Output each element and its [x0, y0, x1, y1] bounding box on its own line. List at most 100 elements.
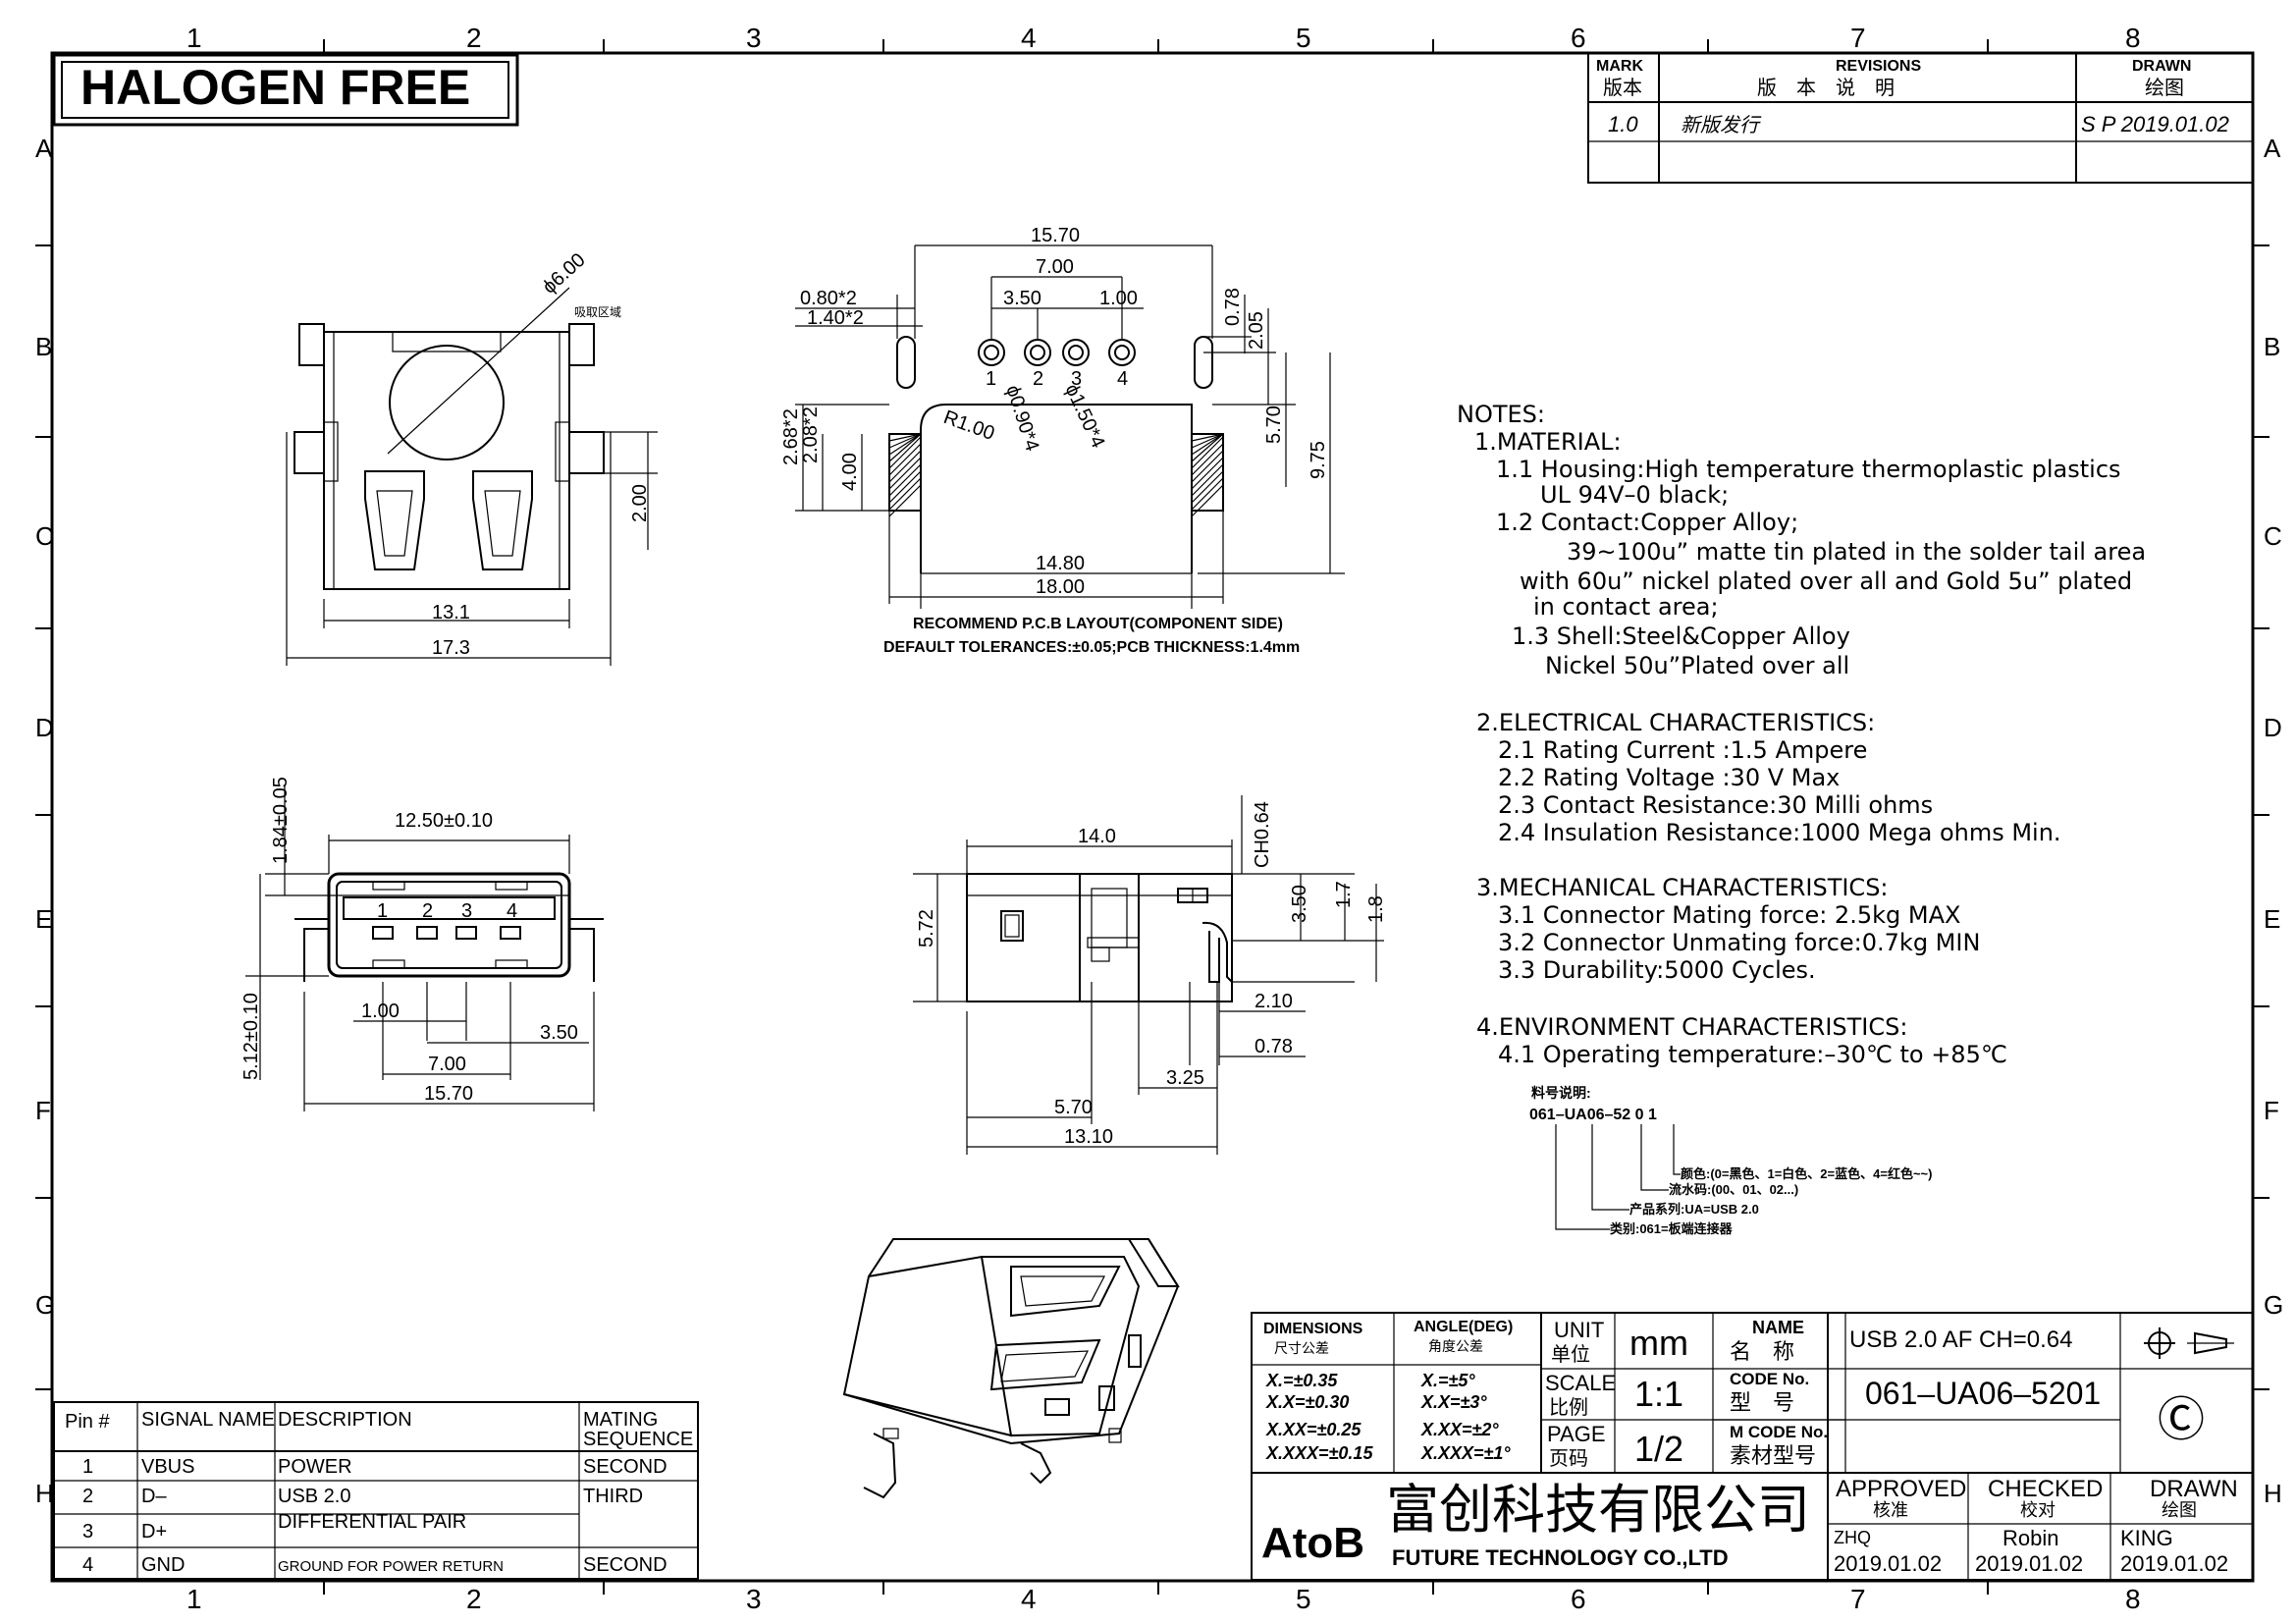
col-label-top: 1	[187, 23, 202, 53]
pcb-dim-975: 9.75	[1308, 441, 1329, 479]
front-dim-350: 3.50	[540, 1022, 578, 1044]
row-label-left: H	[35, 1479, 54, 1508]
note-line: NOTES:	[1457, 401, 1545, 428]
note-line: 1.2 Contact:Copper Alloy;	[1496, 509, 1798, 536]
tb-approved-cn: 核准	[1873, 1500, 1908, 1520]
pcb-dim-078: 0.78	[1222, 288, 1244, 326]
note-line: 3.MECHANICAL CHARACTERISTICS:	[1476, 874, 1889, 901]
hatch-line	[1191, 433, 1224, 456]
tb-ang-cn: 角度公差	[1428, 1338, 1483, 1354]
part-code-value: 061–UA06–52 0 1	[1529, 1107, 1657, 1123]
pin-th-desc: DESCRIPTION	[278, 1409, 412, 1431]
tb-tol-ang-2: X.XX=±2°	[1420, 1420, 1499, 1439]
pcb-pin-2: 2	[1033, 368, 1043, 390]
rev-mark-en: MARK	[1596, 58, 1643, 75]
halogen-free-stamp: HALOGEN FREE	[52, 53, 519, 127]
note-line: 2.1 Rating Current :1.5 Ampere	[1498, 736, 1867, 764]
tb-drawn-cn: 绘图	[2162, 1500, 2197, 1520]
tb-dim-cn: 尺寸公差	[1274, 1340, 1329, 1356]
tb-drawn-by: KING	[2120, 1526, 2173, 1550]
hatch-line	[1191, 433, 1224, 462]
hatch-line	[888, 433, 922, 456]
rev-row-drawn: S P 2019.01.02	[2081, 112, 2229, 136]
tb-approved-en: APPROVED	[1836, 1476, 1966, 1502]
tb-tol-ang-3: X.XXX=±1°	[1420, 1443, 1511, 1463]
col-label-top: 2	[466, 23, 482, 53]
note-line: 2.2 Rating Voltage :30 V Max	[1498, 764, 1840, 791]
pin-th-signal: SIGNAL NAME	[141, 1409, 275, 1431]
pcb-dim-1480: 14.80	[1036, 553, 1085, 574]
pcb-hole-150: ϕ1.50*4	[1060, 381, 1108, 452]
pcb-dim-1570: 15.70	[1031, 225, 1080, 246]
tb-mcode-en: M CODE No.	[1730, 1423, 1828, 1441]
tb-tol-lin-3: X.XXX=±0.15	[1265, 1443, 1373, 1463]
col-label-top: 3	[746, 23, 762, 53]
tb-page: 1/2	[1634, 1429, 1683, 1469]
side-view: 14.0 CH0.64 3.50 1.7 1.8 5.72 2.10 0.78 …	[913, 795, 1387, 1155]
pcb-dim-140: 1.40*2	[807, 307, 864, 329]
side-dim-570: 5.70	[1054, 1097, 1093, 1118]
row-label-left: D	[35, 713, 54, 742]
hatch-line	[1191, 463, 1224, 497]
row-label-left: F	[35, 1096, 51, 1125]
side-dim-17: 1.7	[1333, 881, 1355, 908]
note-line: 2.3 Contact Resistance:30 Milli ohms	[1498, 791, 1933, 819]
tb-checked-en: CHECKED	[1988, 1476, 2103, 1502]
pcb-dim-400: 4.00	[839, 453, 861, 491]
hatch-line	[888, 484, 922, 517]
pcb-dim-700: 7.00	[1036, 256, 1074, 278]
hatch-line	[888, 433, 922, 462]
row-label-right: E	[2264, 904, 2280, 934]
tb-name-cn: 名 称	[1730, 1339, 1794, 1364]
row-label-left: A	[35, 134, 53, 163]
col-label-top: 5	[1296, 23, 1311, 53]
top-dim-200: 2.00	[629, 484, 651, 522]
col-label-bottom: 8	[2125, 1584, 2141, 1614]
row-label-right: B	[2264, 332, 2280, 361]
note-line: 1.1 Housing:High temperature thermoplast…	[1496, 456, 2121, 483]
hatch-line	[888, 433, 922, 442]
pcb-dim-205: 2.05	[1246, 311, 1267, 350]
tb-unit: mm	[1629, 1323, 1688, 1363]
side-dim-ch: CH0.64	[1252, 801, 1273, 868]
col-label-bottom: 7	[1850, 1584, 1866, 1614]
part-code-legend-3: 产品系列:UA=USB 2.0	[1629, 1202, 1759, 1217]
front-dim-1250: 12.50±0.10	[395, 810, 493, 832]
rev-row-mark: 1.0	[1608, 112, 1638, 136]
front-pin-3: 3	[461, 900, 472, 922]
side-dim-210: 2.10	[1255, 991, 1293, 1012]
pcb-hole-090: ϕ0.90*4	[1001, 383, 1042, 454]
note-line: in contact area;	[1533, 593, 1719, 621]
col-label-bottom: 4	[1021, 1584, 1037, 1614]
rev-mark-cn: 版本	[1603, 77, 1642, 99]
hatch-line	[888, 463, 922, 497]
pcb-pin-3: 3	[1071, 368, 1082, 390]
row-label-right: F	[2264, 1096, 2279, 1125]
tb-drawn-en: DRAWN	[2150, 1476, 2238, 1502]
tb-checked-by: Robin	[2002, 1526, 2058, 1550]
isometric-view	[842, 1238, 1180, 1499]
note-line: UL 94V–0 black;	[1540, 481, 1729, 509]
front-dim-100: 1.00	[361, 1001, 400, 1022]
hatch-line	[1191, 457, 1224, 490]
pin-cell-desc: POWER	[278, 1456, 352, 1478]
hatch-line	[888, 433, 922, 449]
pcb-dim-080: 0.80*2	[800, 288, 857, 309]
rev-row-desc: 新版发行	[1681, 115, 1762, 136]
pcb-caption-1: RECOMMEND P.C.B LAYOUT(COMPONENT SIDE)	[913, 616, 1283, 632]
hatch-line	[888, 450, 922, 483]
row-label-right: G	[2264, 1290, 2283, 1320]
col-label-top: 8	[2125, 23, 2141, 53]
tb-approved-by: ZHQ	[1834, 1528, 1871, 1547]
rev-title-en: REVISIONS	[1836, 58, 1921, 75]
col-label-bottom: 5	[1296, 1584, 1311, 1614]
row-label-right: C	[2264, 521, 2282, 551]
notes-section: NOTES:1.MATERIAL:1.1 Housing:High temper…	[1457, 401, 2146, 1068]
pin-th-pin: Pin #	[65, 1411, 110, 1433]
pin-table: Pin # SIGNAL NAME DESCRIPTION MATING SEQ…	[53, 1401, 699, 1580]
pin-th-seq: MATING	[583, 1409, 658, 1431]
hatch-line	[1191, 436, 1224, 469]
part-code-legend-4: 类别:061=板端连接器	[1610, 1221, 1734, 1236]
pin-cell-pin: 3	[82, 1521, 93, 1543]
